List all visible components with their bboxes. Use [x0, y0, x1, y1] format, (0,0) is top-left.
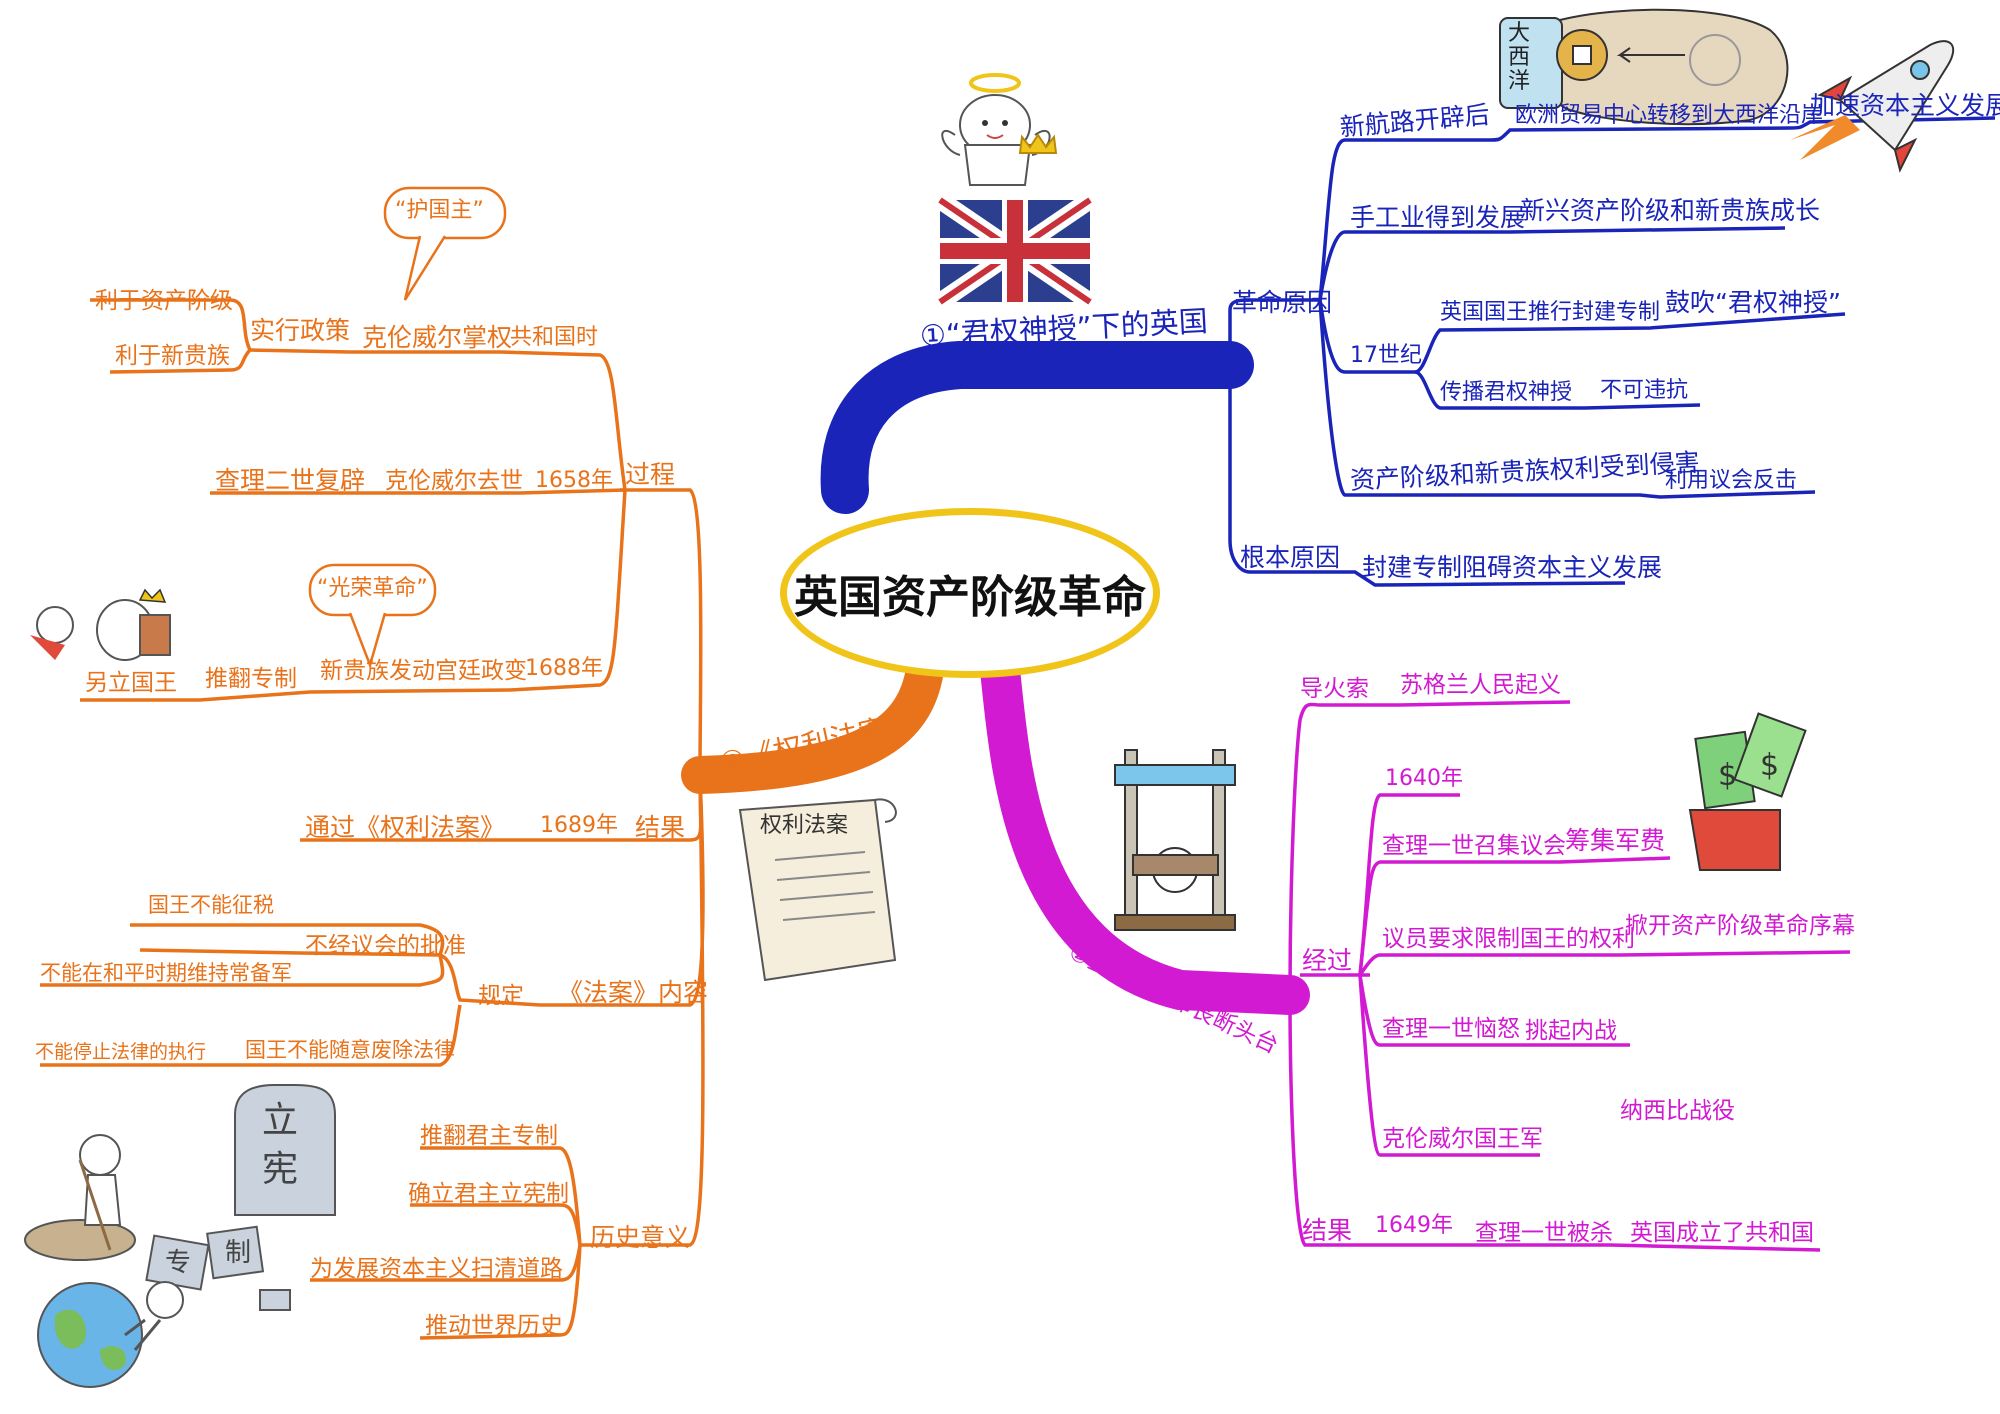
- cause-3a: 英国国王推行封建专制: [1440, 300, 1661, 325]
- fuse-label: 导火索: [1300, 676, 1369, 702]
- glorious-revolution: “光荣革命”: [317, 576, 428, 601]
- no-consent: 不经议会的批准: [305, 933, 466, 959]
- cause-3: 17世纪: [1350, 343, 1422, 368]
- cromwell-death: 克伦威尔去世: [385, 468, 523, 494]
- new-king: 另立国王: [85, 670, 177, 696]
- course-1: 查理一世召集议会: [1382, 833, 1566, 859]
- year-1658: 1658年: [535, 468, 613, 493]
- course-label: 经过: [1302, 946, 1353, 975]
- cause-3a1: 鼓吹“君权神授”: [1665, 288, 1841, 317]
- meaning-3: 为发展资本主义扫清道路: [310, 1256, 563, 1282]
- protector-bubble: [383, 186, 507, 301]
- result-2a: 查理一世被杀: [1475, 1220, 1613, 1246]
- year-1649: 1649年: [1375, 1213, 1453, 1238]
- meaning-1: 推翻君主专制: [420, 1123, 558, 1149]
- branch2-trunk: [980, 650, 1310, 1015]
- cause-3b: 传播君权神授: [1440, 380, 1573, 405]
- cause-1b: 加速资本主义发展: [1810, 91, 2000, 120]
- tile-char-1: 专: [165, 1248, 192, 1278]
- content-3: 国王不能随意废除法律: [245, 1038, 455, 1062]
- content-4: 不能停止法律的执行: [35, 1041, 207, 1063]
- course-2a: 掀开资产阶级革命序幕: [1625, 913, 1855, 939]
- cause-2a: 新兴资产阶级和新贵族成长: [1520, 196, 1821, 225]
- svg-text:$: $: [1718, 758, 1737, 793]
- palace-coup: 新贵族发动宫廷政变: [320, 658, 527, 684]
- meaning-4: 推动世界历史: [425, 1313, 563, 1339]
- bill-scroll-icon: [738, 798, 897, 982]
- angel-icon: [941, 73, 1058, 186]
- branch1-trunk: [820, 341, 1254, 514]
- meaning-2: 确立君主立宪制: [408, 1181, 569, 1207]
- globe-icon: [37, 1281, 184, 1388]
- atlantic-map-icon: [1499, 8, 1789, 126]
- course-1a: 筹集军费: [1565, 826, 1666, 855]
- cause-1a: 欧洲贸易中心转移到大西洋沿岸: [1515, 103, 1824, 128]
- policy-a: 利于资产阶级: [95, 288, 233, 314]
- year-1688: 1688年: [525, 656, 603, 681]
- naseby-battle: 纳西比战役: [1620, 1098, 1735, 1124]
- meaning-label: 历史意义: [590, 1223, 691, 1252]
- branch3-trunk: [681, 651, 944, 794]
- cause-2: 手工业得到发展: [1350, 203, 1526, 232]
- policy-b: 利于新贵族: [115, 343, 230, 369]
- rocket-icon: [1790, 40, 1955, 173]
- broken-tiles-icon: [145, 1225, 291, 1311]
- glorious-bubble: [308, 563, 437, 669]
- tombstone-char-2: 宪: [262, 1149, 299, 1190]
- tombstone-icon: [234, 1084, 336, 1216]
- result-label-3: 结果: [635, 813, 686, 842]
- money-icon: $ $: [1688, 712, 1807, 871]
- course-2: 议员要求限制国王的权利: [1382, 926, 1635, 952]
- rule-label: 规定: [478, 983, 524, 1009]
- king-figures-icon: [30, 588, 171, 661]
- cause-label: 革命原因: [1232, 288, 1333, 317]
- content-1: 国王不能征税: [148, 893, 274, 917]
- year-1689: 1689年: [540, 813, 618, 838]
- bill-scroll-title: 权利法案: [760, 813, 849, 838]
- guillotine-icon: [1114, 749, 1236, 931]
- restoration: 查理二世复辟: [215, 466, 366, 495]
- course-3a: 挑起内战: [1525, 1018, 1617, 1044]
- root-cause-label: 根本原因: [1240, 543, 1341, 572]
- center-title: 英国资产阶级革命: [780, 508, 1160, 678]
- tile-char-2: 制: [225, 1238, 252, 1268]
- process-label: 过程: [625, 460, 676, 489]
- root-cause: 封建专制阻碍资本主义发展: [1362, 553, 1663, 582]
- cause-3b1: 不可违抗: [1600, 378, 1689, 403]
- protector-label: “护国主”: [395, 198, 484, 223]
- union-jack-flag: [934, 192, 1096, 310]
- overthrow-autocracy: 推翻专制: [205, 666, 297, 692]
- republic-era: 共和国时: [510, 325, 599, 350]
- sweeping-figure-icon: [24, 1134, 136, 1261]
- course-4: 克伦威尔国王军: [1382, 1126, 1543, 1152]
- fuse-a: 苏格兰人民起义: [1400, 672, 1561, 698]
- result-label-2: 结果: [1302, 1216, 1353, 1245]
- course-3: 查理一世恼怒: [1382, 1016, 1520, 1042]
- pass-bill: 通过《权利法案》: [305, 813, 506, 842]
- cromwell-power: 克伦威尔掌权: [362, 323, 513, 352]
- tombstone-char-1: 立: [262, 1100, 299, 1141]
- content-label: 《法案》内容: [558, 978, 709, 1007]
- year-1640: 1640年: [1385, 766, 1463, 791]
- content-2: 不能在和平时期维持常备军: [40, 961, 292, 985]
- atlantic-label: 大西洋: [1508, 21, 1531, 95]
- result-2b: 英国成立了共和国: [1630, 1220, 1814, 1246]
- cause-4a: 利用议会反击: [1665, 468, 1798, 493]
- svg-text:$: $: [1760, 748, 1779, 783]
- policy-label: 实行政策: [250, 316, 351, 345]
